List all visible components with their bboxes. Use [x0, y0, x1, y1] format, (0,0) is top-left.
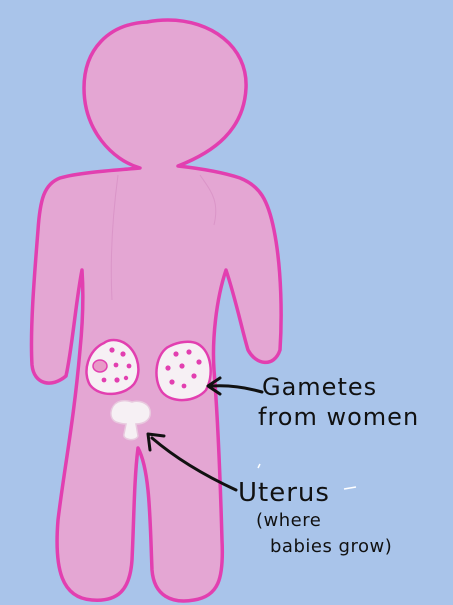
- body-silhouette: [31, 20, 281, 601]
- label-uterus: Uterus: [238, 480, 330, 506]
- ovary-right: [156, 342, 210, 400]
- label-where: (where: [256, 512, 321, 530]
- arrow-gametes: [208, 378, 262, 394]
- label-gametes: Gametes: [262, 375, 377, 399]
- label-babies-grow: babies grow): [270, 538, 392, 556]
- label-from-women: from women: [258, 405, 419, 429]
